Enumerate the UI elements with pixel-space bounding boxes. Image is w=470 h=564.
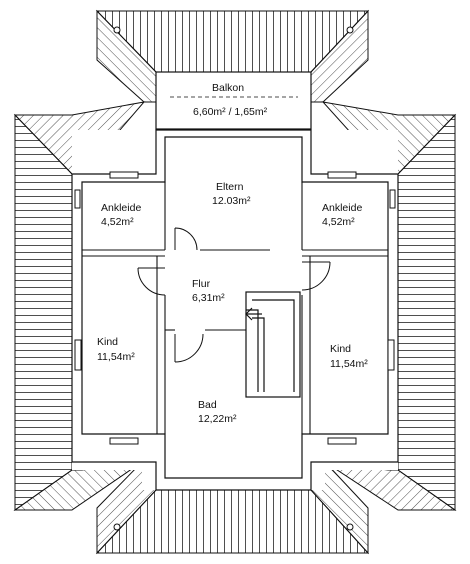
- room-area-balkon: 6,60m² / 1,65m²: [193, 106, 268, 118]
- window: [327, 171, 357, 179]
- room-area-ankleide-right: 4,52m²: [322, 216, 355, 228]
- roof-right: [397, 113, 456, 511]
- window: [109, 171, 139, 179]
- house-body: [72, 72, 398, 490]
- door-swing: [301, 261, 331, 291]
- door-swing: [174, 227, 198, 251]
- room-area-kind-right: 11,54m²: [330, 358, 368, 370]
- room-area-bad: 12,22m²: [198, 413, 237, 425]
- room-name-eltern: Eltern: [216, 181, 244, 193]
- chimney-marker: [346, 523, 354, 531]
- chimney-marker: [346, 26, 354, 34]
- room-area-ankleide-left: 4,52m²: [101, 216, 134, 228]
- room-name-ankleide-left: Ankleide: [101, 202, 141, 214]
- window: [387, 339, 395, 371]
- roof-top-right-hip: [310, 9, 369, 103]
- chimney-marker: [113, 26, 121, 34]
- room-name-ankleide-right: Ankleide: [322, 202, 362, 214]
- room-name-bad: Bad: [198, 399, 217, 411]
- room-area-kind-left: 11,54m²: [97, 351, 135, 363]
- window: [109, 437, 139, 445]
- doors: [137, 227, 331, 363]
- chimney-marker: [113, 523, 121, 531]
- roof-top-left-hip: [96, 9, 157, 103]
- balcony: [155, 71, 312, 130]
- door-swing: [137, 267, 166, 296]
- door-swing: [174, 333, 204, 363]
- window: [74, 189, 81, 209]
- window: [327, 437, 357, 445]
- room-area-eltern: 12.03m²: [212, 195, 251, 207]
- room-area-flur: 6,31m²: [192, 292, 225, 304]
- staircase: [245, 291, 301, 398]
- room-name-flur: Flur: [192, 278, 211, 290]
- room-labels: Balkon 6,60m² / 1,65m² Eltern 12.03m² An…: [97, 82, 368, 425]
- roof-markers: [113, 26, 354, 531]
- windows: [74, 171, 396, 445]
- room-name-kind-left: Kind: [97, 336, 118, 348]
- room-name-kind-right: Kind: [330, 343, 351, 355]
- interior-walls: [82, 182, 388, 434]
- window: [389, 189, 396, 209]
- window: [74, 339, 82, 371]
- room-name-balkon: Balkon: [212, 82, 244, 94]
- roof-left: [14, 113, 73, 511]
